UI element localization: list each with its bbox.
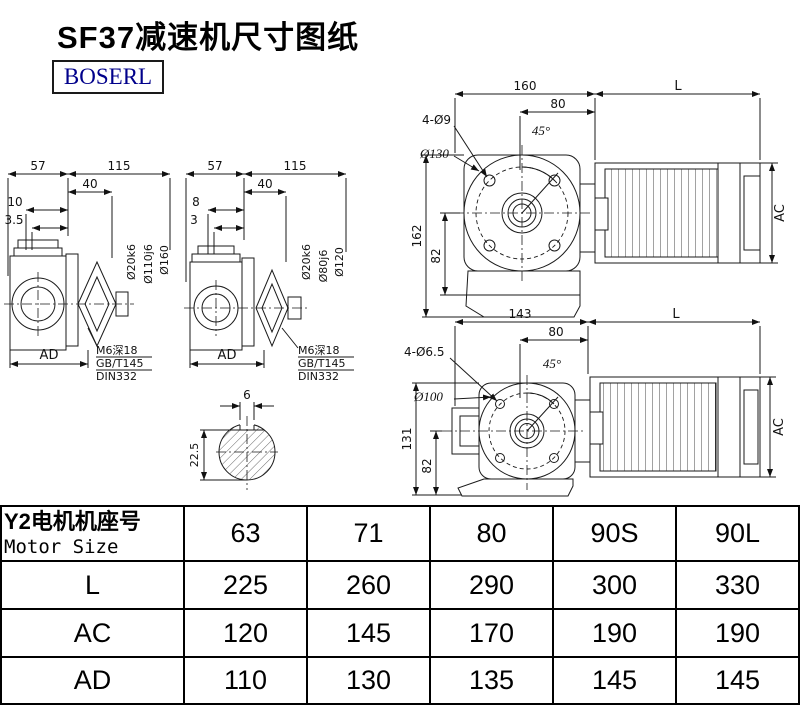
size-header-90l: 90L [677, 507, 800, 562]
brand-logo: BOSERL [52, 60, 164, 94]
dim-label-82: 82 [420, 458, 434, 473]
side-view-small-drawing: 57 115 40 8 3 Ø20k6 Ø80j6 Ø120 AD M6深18 … [184, 159, 354, 383]
dimension-lines [185, 171, 347, 368]
dim-label-115: 115 [284, 159, 307, 173]
table-header-cn: Y2电机机座号 [4, 509, 141, 535]
tap-note-line1: M6深18 [96, 344, 138, 357]
dim-label-115: 115 [108, 159, 131, 173]
section-body [216, 416, 278, 490]
value-cell: 190 [554, 610, 677, 658]
tap-note-leader [87, 327, 152, 371]
value-cell: 130 [308, 658, 431, 705]
dim-label-flange-dia: Ø120 [333, 247, 346, 277]
size-header-71: 71 [308, 507, 431, 562]
dim-label-ad: AD [218, 348, 237, 363]
dim-label-40: 40 [82, 177, 97, 191]
side-view-large-drawing: 57 115 40 10 3.5 Ø20k6 Ø110j6 Ø160 AD M6… [4, 159, 171, 383]
flange-face [442, 375, 586, 490]
dim-label-bolt-circle: Ø130 [419, 146, 449, 161]
dim-label-162: 162 [410, 225, 424, 248]
dim-label-bolt-circle: Ø100 [413, 389, 443, 404]
dim-label-ac: AC [772, 418, 787, 436]
row-label-l: L [2, 562, 185, 610]
motor-body [589, 376, 761, 478]
gear-housing [451, 399, 591, 497]
dim-label-57: 57 [207, 159, 222, 173]
dim-label-82: 82 [429, 248, 443, 263]
dimension-lines [7, 171, 171, 368]
dim-label-angle: 45° [543, 356, 561, 371]
tap-note-line2: GB/T145 [96, 357, 144, 370]
value-cell: 135 [431, 658, 554, 705]
dim-label-spigot-dia: Ø80j6 [317, 250, 330, 283]
value-cell: 120 [185, 610, 308, 658]
gearbox-body [4, 239, 134, 351]
value-cell: 260 [308, 562, 431, 610]
value-cell: 300 [554, 562, 677, 610]
dim-label-131: 131 [400, 428, 414, 451]
dim-label-80: 80 [550, 97, 565, 111]
dim-label-shaft-dia: Ø20k6 [125, 244, 138, 280]
value-cell: 330 [677, 562, 800, 610]
front-view-small-drawing: 143 L 80 4-Ø6.5 45° Ø100 131 82 AC [400, 307, 787, 497]
tap-note-line2: GB/T145 [298, 357, 346, 370]
dim-label-3: 3 [190, 213, 198, 227]
dim-label-spigot-dia: Ø110j6 [142, 244, 155, 284]
shaft-section-drawing: 6 22.5 [190, 388, 278, 490]
flange-face [454, 145, 590, 281]
dimension-lines [412, 319, 776, 496]
dimension-lines [200, 402, 274, 481]
value-cell: 110 [185, 658, 308, 705]
dim-label-l: L [674, 80, 682, 94]
dim-label-160: 160 [514, 80, 537, 93]
value-cell: 145 [308, 610, 431, 658]
dim-label-8: 8 [192, 195, 200, 209]
dim-label-shaft-dia: Ø20k6 [300, 244, 313, 280]
tap-note-line3: DIN332 [298, 370, 339, 383]
page-title: SF37减速机尺寸图纸 [57, 20, 360, 55]
dim-label-key-height: 22.5 [190, 443, 201, 468]
dim-label-57: 57 [30, 159, 45, 173]
value-cell: 170 [431, 610, 554, 658]
value-cell: 225 [185, 562, 308, 610]
row-label-ac: AC [2, 610, 185, 658]
dim-label-80: 80 [548, 325, 563, 339]
table-header-en: Motor Size [4, 535, 119, 558]
value-cell: 145 [554, 658, 677, 705]
row-label-ad: AD [2, 658, 185, 705]
table-header-cell: Y2电机机座号 Motor Size [2, 507, 185, 562]
front-view-large-drawing: 160 L 80 4-Ø9 45° Ø130 162 82 AC [410, 80, 788, 318]
gearbox-body [184, 245, 308, 351]
dim-label-holes: 4-Ø9 [422, 113, 451, 127]
dim-label-l: L [672, 307, 680, 322]
dim-label-ad: AD [40, 348, 59, 363]
motor-size-table: Y2电机机座号 Motor Size 63 71 80 90S 90L L 22… [0, 505, 800, 705]
dim-label-40: 40 [257, 177, 272, 191]
dim-label-flange-dia: Ø160 [158, 245, 171, 275]
value-cell: 190 [677, 610, 800, 658]
motor-body [594, 162, 761, 264]
size-header-63: 63 [185, 507, 308, 562]
dim-label-angle: 45° [532, 123, 550, 138]
dim-label-holes: 4-Ø6.5 [404, 345, 445, 359]
dim-label-key-width: 6 [243, 388, 251, 402]
tap-note-leader [281, 327, 354, 371]
size-header-80: 80 [431, 507, 554, 562]
size-header-90s: 90S [554, 507, 677, 562]
tap-note-line3: DIN332 [96, 370, 137, 383]
tap-note-line1: M6深18 [298, 344, 340, 357]
value-cell: 290 [431, 562, 554, 610]
dim-label-10: 10 [7, 195, 22, 209]
dim-label-ac: AC [773, 204, 788, 222]
dim-label-3-5: 3.5 [4, 213, 23, 227]
value-cell: 145 [677, 658, 800, 705]
dim-label-143: 143 [509, 307, 532, 321]
